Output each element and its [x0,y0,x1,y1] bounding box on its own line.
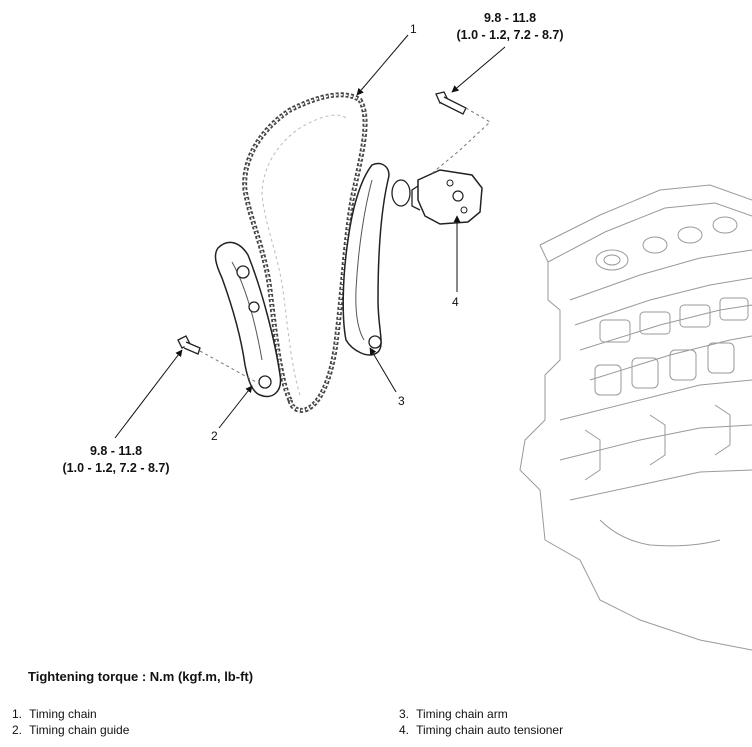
legend-item-3: 3. Timing chain arm [399,706,563,722]
timing-chain-arm [342,162,390,356]
callout-3: 3 [398,394,405,408]
timing-chain-guide [214,241,282,398]
torque-left-line2: (1.0 - 1.2, 7.2 - 8.7) [63,461,170,475]
legend-number: 1. [12,707,23,721]
torque-top-line2: (1.0 - 1.2, 7.2 - 8.7) [457,28,564,42]
callout-4: 4 [452,295,459,309]
tightening-torque-heading: Tightening torque : N.m (kgf.m, lb-ft) [28,669,254,684]
legend-number: 4. [399,723,410,737]
legend-label: Timing chain [29,707,97,721]
callout-2: 2 [211,429,218,443]
torque-left-line1: 9.8 - 11.8 [90,444,142,458]
legend-right: 3. Timing chain arm 4. Timing chain auto… [399,706,563,738]
legend-label: Timing chain auto tensioner [416,723,564,737]
timing-chain [242,92,368,413]
callout-1: 1 [410,22,417,36]
legend-label: Timing chain guide [29,723,130,737]
leader-lines [114,34,506,439]
timing-chain-auto-tensioner [391,169,483,225]
legend-item-2: 2. Timing chain guide [12,722,129,738]
torque-top-line1: 9.8 - 11.8 [484,11,536,25]
legend-label: Timing chain arm [416,707,508,721]
legend-number: 2. [12,723,23,737]
legend-left: 1. Timing chain 2. Timing chain guide [12,706,129,738]
legend-item-1: 1. Timing chain [12,706,129,722]
timing-chain-diagram: 1 2 3 4 9.8 - 11.8 (1.0 - 1.2, 7.2 - 8.7… [63,11,752,651]
legend-item-4: 4. Timing chain auto tensioner [399,722,563,738]
legend-number: 3. [399,707,410,721]
tensioner-bolt [429,91,491,176]
guide-bolt [177,335,259,384]
engine-block-illustration [519,184,752,651]
